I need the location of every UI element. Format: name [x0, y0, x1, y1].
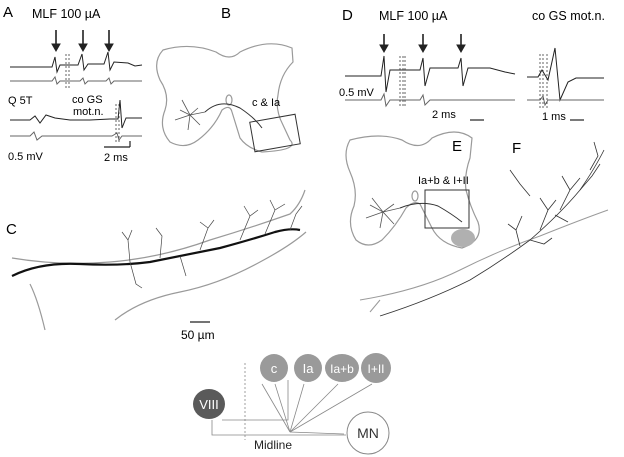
panel-e-motor-nucleus	[451, 229, 475, 247]
panel-b-label: c & Ia	[252, 97, 281, 109]
panel-c-axon	[11, 228, 301, 277]
panel-a-cogs-label-2: mot.n.	[73, 106, 104, 118]
node-viii	[193, 389, 225, 419]
panel-d-letter: D	[342, 7, 353, 24]
panel-f-letter: F	[512, 140, 521, 157]
panel-b-inset-box	[249, 113, 301, 153]
panel-f-gray-processes	[359, 209, 609, 313]
panel-a-stim-label: MLF 100 µA	[32, 7, 101, 21]
panel-a-cogs-label-1: co GS	[72, 94, 103, 106]
panel-a-scale-mv: 0.5 mV	[8, 151, 44, 163]
panel-a-q5t-label: Q 5T	[8, 95, 33, 107]
node-iab	[325, 354, 359, 382]
panel-a-letter: A	[3, 4, 13, 21]
node-ia-label: Ia	[303, 361, 315, 376]
panel-d-trace-1	[345, 55, 516, 93]
node-c	[260, 354, 288, 382]
node-i-ii-label: I+II	[367, 362, 384, 376]
panel-d-trace-4	[527, 94, 604, 107]
panel-d-scale-ms2: 1 ms	[542, 111, 566, 123]
panel-d-traces	[345, 34, 604, 121]
panel-d-scale-ms: 2 ms	[432, 109, 456, 121]
panel-e-letter: E	[452, 138, 462, 155]
node-mn	[346, 411, 390, 455]
node-c-label: c	[271, 361, 278, 376]
panel-a-scale-ms: 2 ms	[104, 152, 128, 164]
panel-a-trace-2	[10, 75, 142, 85]
node-iab-label: Ia+b	[330, 362, 354, 376]
node-i-ii	[361, 353, 391, 383]
panel-d-trace-3	[527, 47, 604, 102]
midline-label: Midline	[254, 438, 292, 452]
panel-a-trace-q5t-2	[10, 131, 142, 142]
panel-c-collaterals	[121, 199, 303, 289]
diagram: c Ia Ia+b I+II VIII MN Midline	[193, 353, 391, 455]
panel-c-letter: C	[6, 221, 17, 238]
panel-f-axon-tree	[379, 141, 605, 317]
panel-a-arrows	[51, 30, 114, 53]
panel-e-cord-section	[345, 131, 480, 249]
node-viii-label: VIII	[199, 397, 219, 412]
node-ia	[294, 354, 322, 382]
panel-e-label: Ia+b & I+II	[418, 175, 469, 187]
node-mn-label: MN	[357, 425, 379, 441]
panel-a-traces	[10, 30, 143, 148]
panel-b-neuron	[174, 99, 263, 131]
panel-c-scale-label: 50 µm	[181, 328, 215, 342]
panel-d-cogs-label: co GS mot.n.	[532, 9, 605, 23]
panel-b-letter: B	[221, 5, 231, 22]
panel-e-neuron	[365, 197, 463, 229]
panel-d-scale-mv: 0.5 mV	[339, 87, 375, 99]
panel-a-trace-q5t	[10, 99, 142, 129]
panel-b-cord-section	[156, 43, 294, 153]
panel-a-trace-1	[10, 51, 143, 74]
panel-d-stim-label: MLF 100 µA	[379, 9, 448, 23]
panel-d-arrows	[379, 34, 466, 54]
panel-e-inset-box	[424, 189, 470, 229]
